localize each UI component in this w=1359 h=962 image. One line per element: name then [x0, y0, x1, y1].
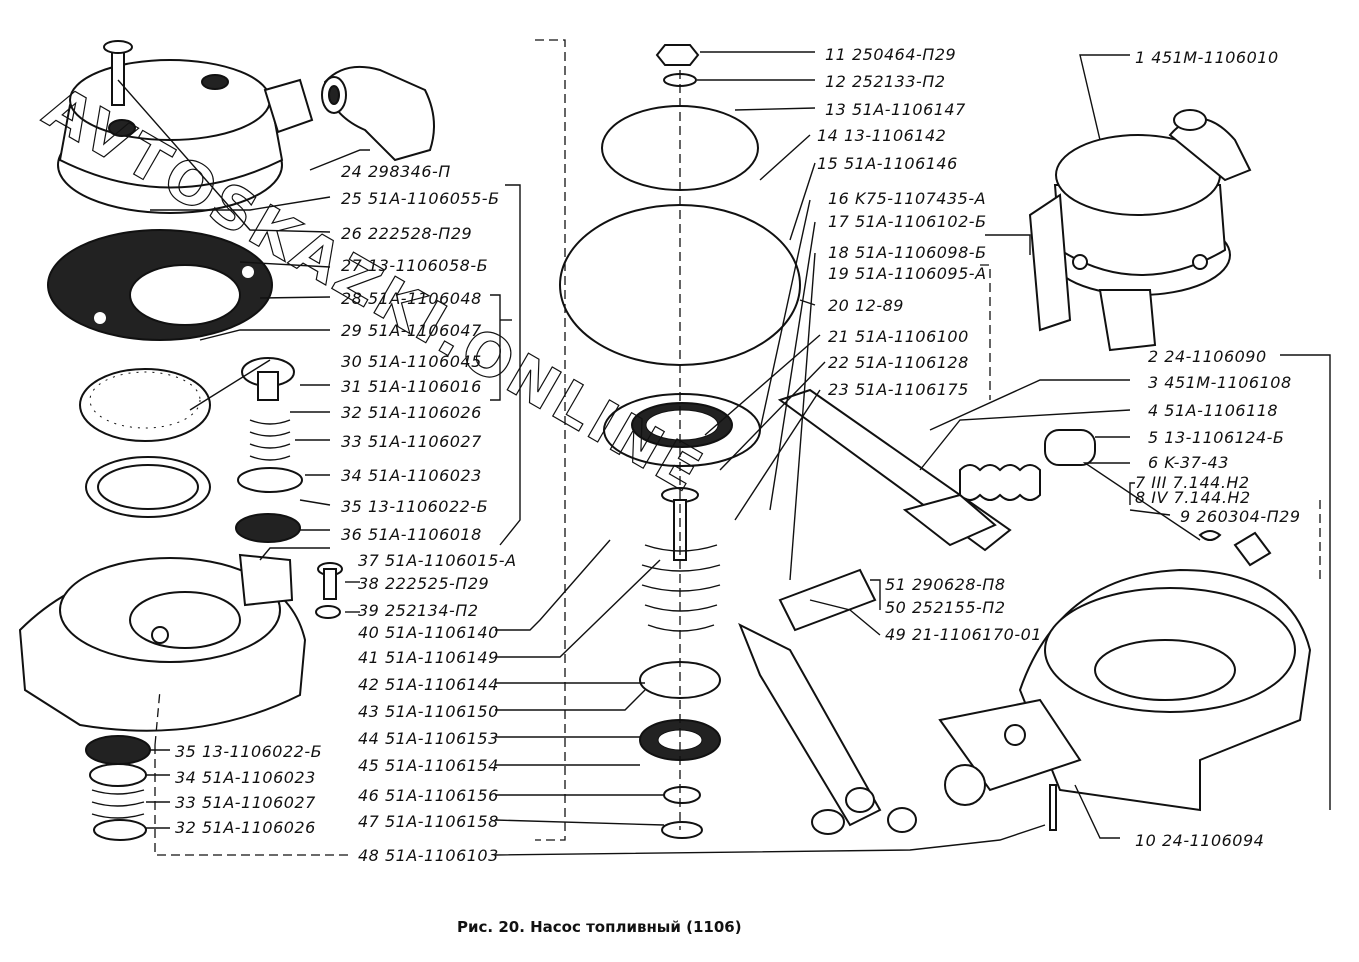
part-label-24: 24 298346-П	[341, 162, 451, 181]
part-label-11: 11 250464-П29	[825, 45, 956, 64]
part-label-32: 32 51A-1106026	[341, 403, 482, 422]
bottom-screws	[811, 784, 1057, 835]
screw-38	[315, 562, 343, 619]
part-label-16: 16 K75-1107435-A	[828, 189, 986, 208]
assembled-pump	[1028, 109, 1252, 352]
part-label-31: 31 51A-1106016	[341, 377, 482, 396]
part-labels: 1 451M-1106010 2 24-1106090 3 451M-1106108…	[175, 45, 1301, 865]
part-label-4: 4 51A-1106118	[1148, 401, 1278, 420]
leader-lines	[117, 39, 1331, 856]
lever-mechanism	[738, 388, 1096, 827]
part-label-43: 43 51A-1106150	[358, 702, 499, 721]
part-label-40: 40 51A-1106140	[358, 623, 499, 642]
part-label-45: 45 51A-1106154	[358, 756, 499, 775]
part-label-3: 3 451M-1106108	[1148, 373, 1292, 392]
part-label-8: 8 IV 7.144.H2	[1135, 488, 1251, 507]
part-label-48: 48 51A-1106103	[358, 846, 499, 865]
part-label-6: 6 K-37-43	[1148, 453, 1229, 472]
outlet-valve-stack	[85, 735, 151, 841]
part-label-2: 2 24-1106090	[1148, 347, 1267, 366]
part-label-35: 35 13-1106022-Б	[175, 742, 322, 761]
part-label-49: 49 21-1106170-01	[885, 625, 1042, 644]
part-label-50: 50 252155-П2	[885, 598, 1006, 617]
part-label-20: 20 12-89	[828, 296, 904, 315]
part-label-42: 42 51A-1106144	[358, 675, 499, 694]
part-label-26: 26 222528-П29	[341, 224, 472, 243]
part-label-10: 10 24-1106094	[1135, 831, 1264, 850]
part-label-25: 25 51A-1106055-Б	[341, 189, 500, 208]
gasket-ring	[47, 229, 273, 341]
part-label-12: 12 252133-П2	[825, 72, 946, 91]
lower-housing	[938, 530, 1312, 812]
part-label-41: 41 51A-1106149	[358, 648, 499, 667]
part-label-23: 23 51A-1106175	[828, 380, 969, 399]
part-label-29: 29 51A-1106047	[341, 321, 482, 340]
part-label-7: 7 III 7.144.H2	[1135, 473, 1250, 492]
part-label-51: 51 290628-П8	[885, 575, 1006, 594]
part-label-39: 39 252134-П2	[358, 601, 479, 620]
part-label-14: 14 13-1106142	[817, 126, 946, 145]
part-label-33: 33 51A-1106027	[341, 432, 482, 451]
part-label-30: 30 51A-1106045	[341, 352, 482, 371]
inlet-valve-stack	[235, 357, 303, 543]
part-label-35: 35 13-1106022-Б	[341, 497, 488, 516]
part-label-13: 13 51A-1106147	[825, 100, 966, 119]
part-label-1: 1 451M-1106010	[1135, 48, 1279, 67]
part-label-27: 27 13-1106058-Б	[341, 256, 488, 275]
pump-body	[18, 553, 307, 732]
seal-ring-inner	[97, 464, 199, 510]
part-label-19: 19 51A-1106095-A	[828, 264, 987, 283]
part-label-47: 47 51A-1106158	[358, 812, 499, 831]
part-label-15: 15 51A-1106146	[817, 154, 958, 173]
part-label-44: 44 51A-1106153	[358, 729, 499, 748]
part-label-9: 9 260304-П29	[1180, 507, 1301, 526]
part-label-34: 34 51A-1106023	[341, 466, 482, 485]
part-label-33: 33 51A-1106027	[175, 793, 316, 812]
part-label-5: 5 13-1106124-Б	[1148, 428, 1284, 447]
pump-top-cover	[57, 40, 435, 214]
part-label-37: 37 51A-1106015-A	[358, 551, 517, 570]
part-label-32: 32 51A-1106026	[175, 818, 316, 837]
part-label-36: 36 51A-1106018	[341, 525, 482, 544]
filter-screen	[79, 368, 211, 442]
part-label-34: 34 51A-1106023	[175, 768, 316, 787]
part-label-38: 38 222525-П29	[358, 574, 489, 593]
part-label-21: 21 51A-1106100	[828, 327, 969, 346]
parts-drawing	[18, 40, 1312, 841]
part-label-18: 18 51A-1106098-Б	[828, 243, 987, 262]
part-label-46: 46 51A-1106156	[358, 786, 499, 805]
part-label-28: 28 51A-1106048	[341, 289, 482, 308]
part-label-22: 22 51A-1106128	[828, 353, 969, 372]
part-label-17: 17 51A-1106102-Б	[828, 212, 987, 231]
figure-caption: Рис. 20. Насос топливный (1106)	[457, 918, 742, 936]
